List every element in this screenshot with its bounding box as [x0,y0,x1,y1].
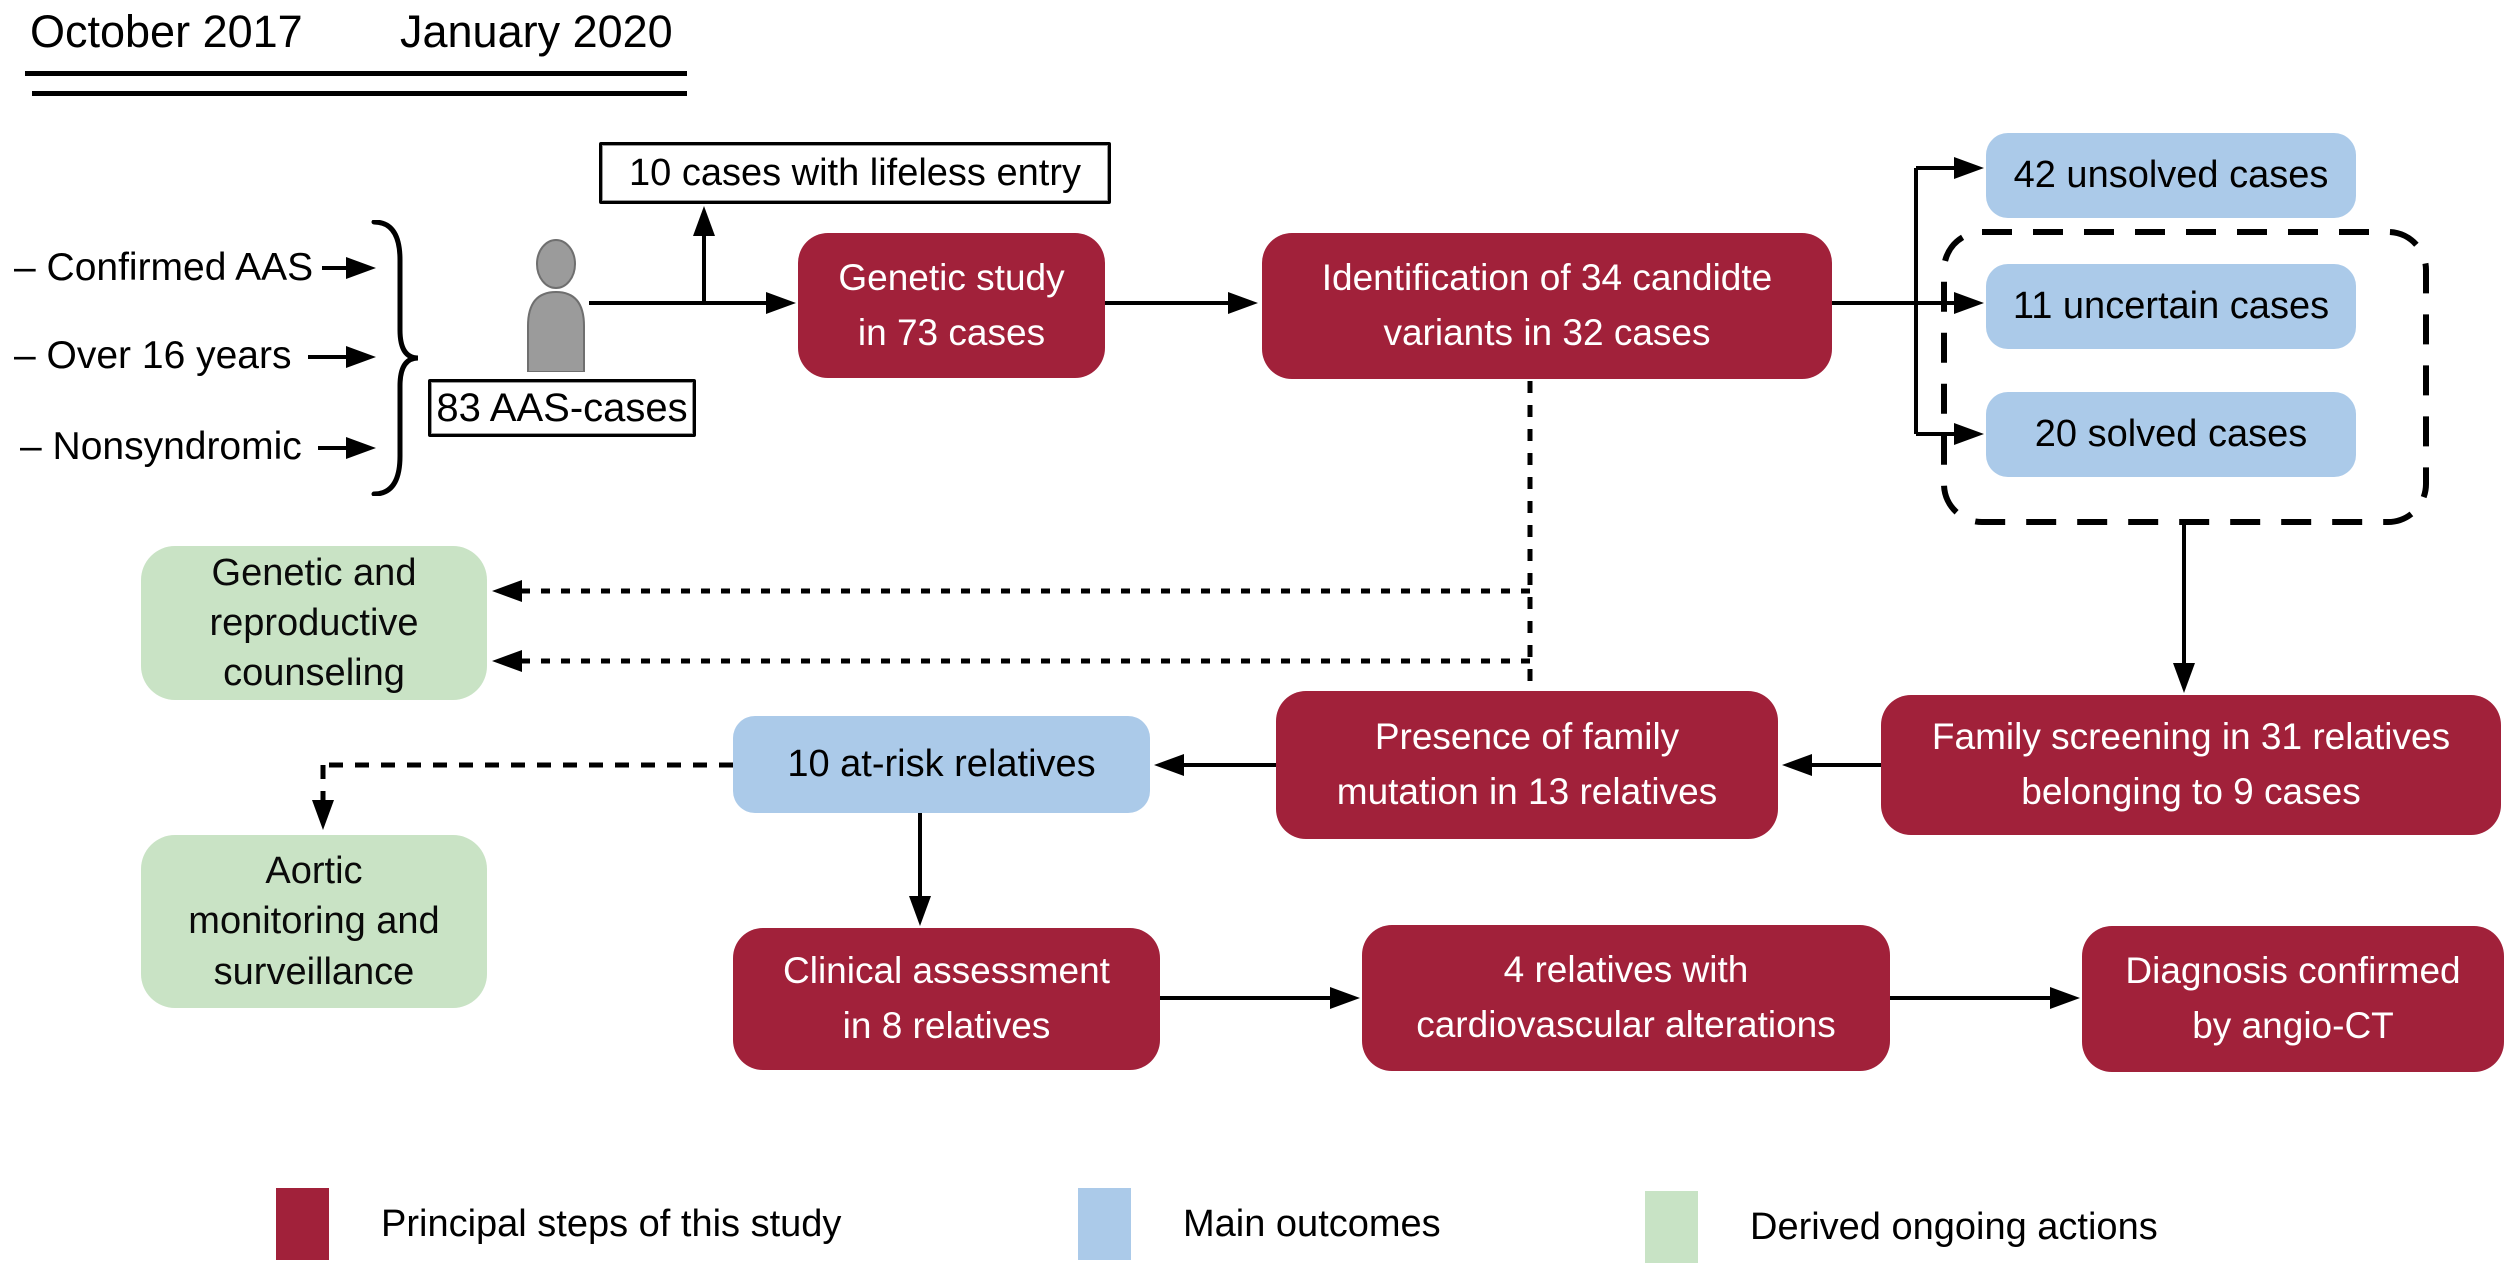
node-at-risk-relatives: 10 at-risk relatives [733,716,1150,813]
node-solved-cases: 20 solved cases [1986,392,2356,477]
node-clinical-assessment: Clinical assessment in 8 relatives [733,928,1160,1070]
legend-main-outcomes: Main outcomes [1078,1188,1441,1260]
timeline-underline-bottom [32,91,687,96]
node-unsolved-cases: 42 unsolved cases [1986,133,2356,218]
node-uncertain-cases: 11 uncertain cases [1986,264,2356,349]
timeline-end-date: January 2020 [400,6,673,57]
legend-label-outcomes: Main outcomes [1183,1202,1441,1245]
node-family-screening: Family screening in 31 relatives belongi… [1881,695,2501,835]
person-body [527,290,585,372]
criteria-brace [371,220,419,496]
brace-path [371,220,419,496]
legend-swatch-outcomes [1078,1188,1131,1260]
person-head [536,239,576,289]
legend-principal-steps: Principal steps of this study [276,1188,841,1260]
timeline-underline-top [25,71,687,76]
legend-label-principal: Principal steps of this study [381,1202,842,1245]
node-presence-mutation: Presence of family mutation in 13 relati… [1276,691,1778,839]
criterion-confirmed-aas: – Confirmed AAS [14,246,314,289]
legend-label-derived: Derived ongoing actions [1750,1205,2158,1248]
legend-derived-actions: Derived ongoing actions [1645,1191,2158,1263]
node-genetic-study: Genetic study in 73 cases [798,233,1105,378]
node-cardiovascular-alterations: 4 relatives with cardiovascular alterati… [1362,925,1890,1071]
node-identification-variants: Identification of 34 candidte variants i… [1262,233,1832,379]
timeline-start-date: October 2017 [30,6,303,57]
legend-swatch-principal [276,1188,329,1260]
node-genetic-counseling: Genetic and reproductive counseling [141,546,487,700]
person-icon [527,239,585,372]
node-diagnosis-angio-ct: Diagnosis confirmed by angio-CT [2082,926,2504,1072]
criterion-over-16-years: – Over 16 years [14,334,292,377]
cohort-box: 83 AAS-cases [428,379,696,437]
criterion-nonsyndromic: – Nonsyndromic [20,425,302,468]
excluded-cases-box: 10 cases with lifeless entry [599,142,1111,204]
node-aortic-monitoring: Aortic monitoring and surveillance [141,835,487,1008]
legend-swatch-derived [1645,1191,1698,1263]
